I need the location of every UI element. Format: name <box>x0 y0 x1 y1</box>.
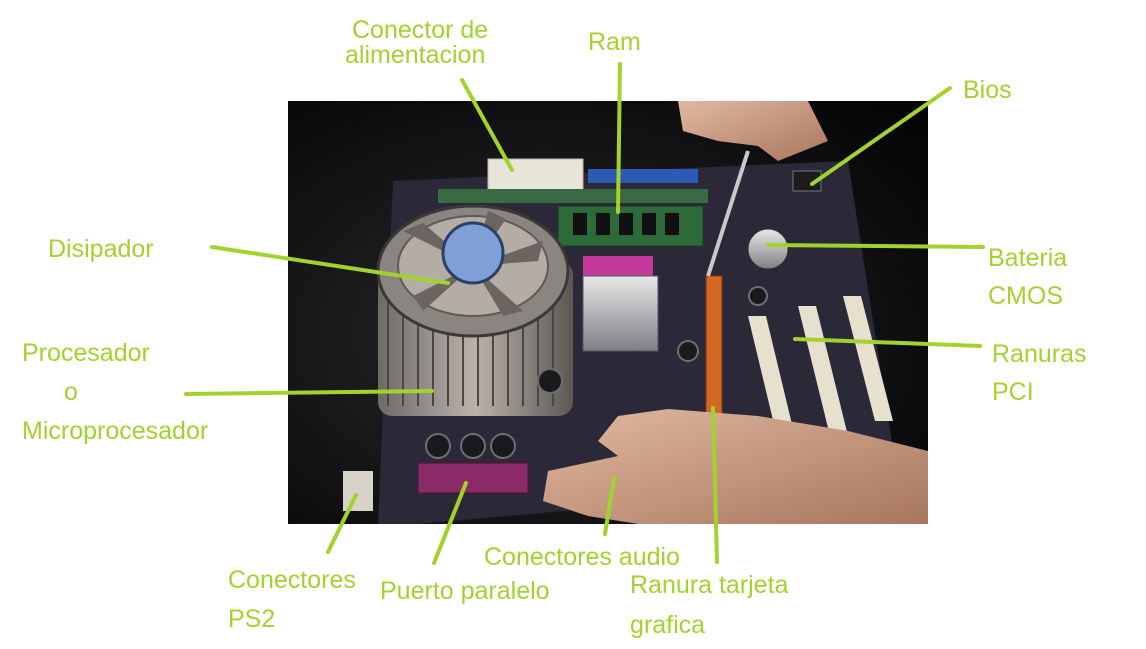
parallel-port-shape <box>417 462 529 494</box>
cmos-battery-shape <box>747 228 789 270</box>
label-ps2-line2: PS2 <box>228 605 276 633</box>
pci-slot-1 <box>748 316 796 441</box>
label-bateria-line2: CMOS <box>988 282 1063 310</box>
label-disipador: Disipador <box>48 235 154 263</box>
ram-slot-green <box>438 189 708 203</box>
screwdriver-shape <box>706 150 750 277</box>
bios-chip-shape <box>792 170 822 192</box>
cpu-cooler-shape <box>376 204 573 416</box>
label-procesador-line2: o <box>64 378 78 406</box>
label-ranuras-line1: Ranuras <box>992 340 1087 368</box>
label-bios: Bios <box>963 76 1012 104</box>
label-procesador-line3: Microprocesador <box>22 417 209 445</box>
motherboard-photo <box>288 101 928 524</box>
label-audio: Conectores audio <box>484 543 680 571</box>
graphics-slot-shape <box>705 275 723 417</box>
ram-slot-blue <box>588 169 698 183</box>
label-conector-line2: alimentacion <box>345 41 486 69</box>
label-grafica-line1: Ranura tarjeta <box>630 571 789 599</box>
upper-hand-shape <box>678 101 828 161</box>
label-paralelo: Puerto paralelo <box>380 577 550 605</box>
label-conector-line1: Conector de <box>352 16 489 44</box>
label-ps2-line1: Conectores <box>228 566 356 594</box>
label-ranuras-line2: PCI <box>992 378 1034 406</box>
label-ram: Ram <box>588 28 641 56</box>
label-bateria-line1: Bateria <box>988 244 1068 272</box>
label-procesador-line1: Procesador <box>22 339 150 367</box>
lower-hand-shape <box>543 409 928 524</box>
pci-slot-3 <box>843 296 893 421</box>
ps2-connector-shape <box>343 471 373 511</box>
chipset-heatsink <box>582 275 659 352</box>
power-connector-shape <box>487 158 584 192</box>
label-grafica-line2: grafica <box>630 611 706 639</box>
